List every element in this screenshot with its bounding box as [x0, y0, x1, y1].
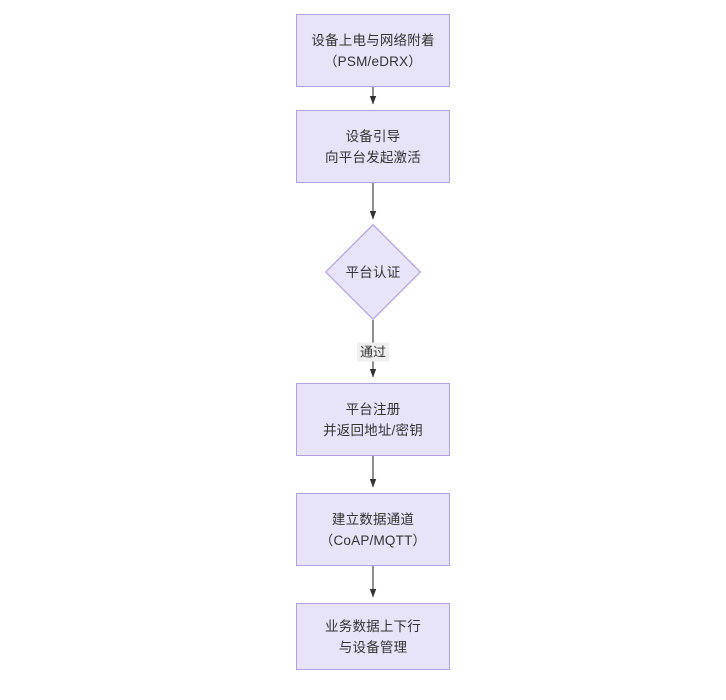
- node-device-bootstrap[interactable]: 设备引导 向平台发起激活: [296, 110, 450, 183]
- node-label-line: 向平台发起激活: [325, 149, 421, 165]
- node-device-power-on[interactable]: 设备上电与网络附着 （PSM/eDRX）: [296, 14, 450, 87]
- node-establish-data-channel[interactable]: 建立数据通道 （CoAP/MQTT）: [296, 493, 450, 566]
- node-label-line: （CoAP/MQTT）: [319, 532, 427, 548]
- node-label-line: 设备上电与网络附着: [311, 32, 435, 48]
- node-label-line: （PSM/eDRX）: [323, 53, 423, 69]
- node-label-line: 业务数据上下行: [325, 618, 421, 634]
- edge-label-pass: 通过: [356, 342, 390, 362]
- diamond-shape: [325, 224, 421, 320]
- node-label-line: 平台认证: [345, 264, 401, 280]
- node-label-line: 平台注册: [345, 401, 401, 417]
- node-label-line: 并返回地址/密钥: [323, 422, 423, 438]
- node-platform-register[interactable]: 平台注册 并返回地址/密钥: [296, 383, 450, 456]
- node-platform-auth-decision[interactable]: 平台认证: [325, 224, 421, 320]
- node-label-line: 建立数据通道: [331, 511, 415, 527]
- node-business-data-and-device-mgmt[interactable]: 业务数据上下行 与设备管理: [296, 603, 450, 670]
- node-label-line: 设备引导: [345, 128, 401, 144]
- node-label-line: 与设备管理: [338, 639, 408, 655]
